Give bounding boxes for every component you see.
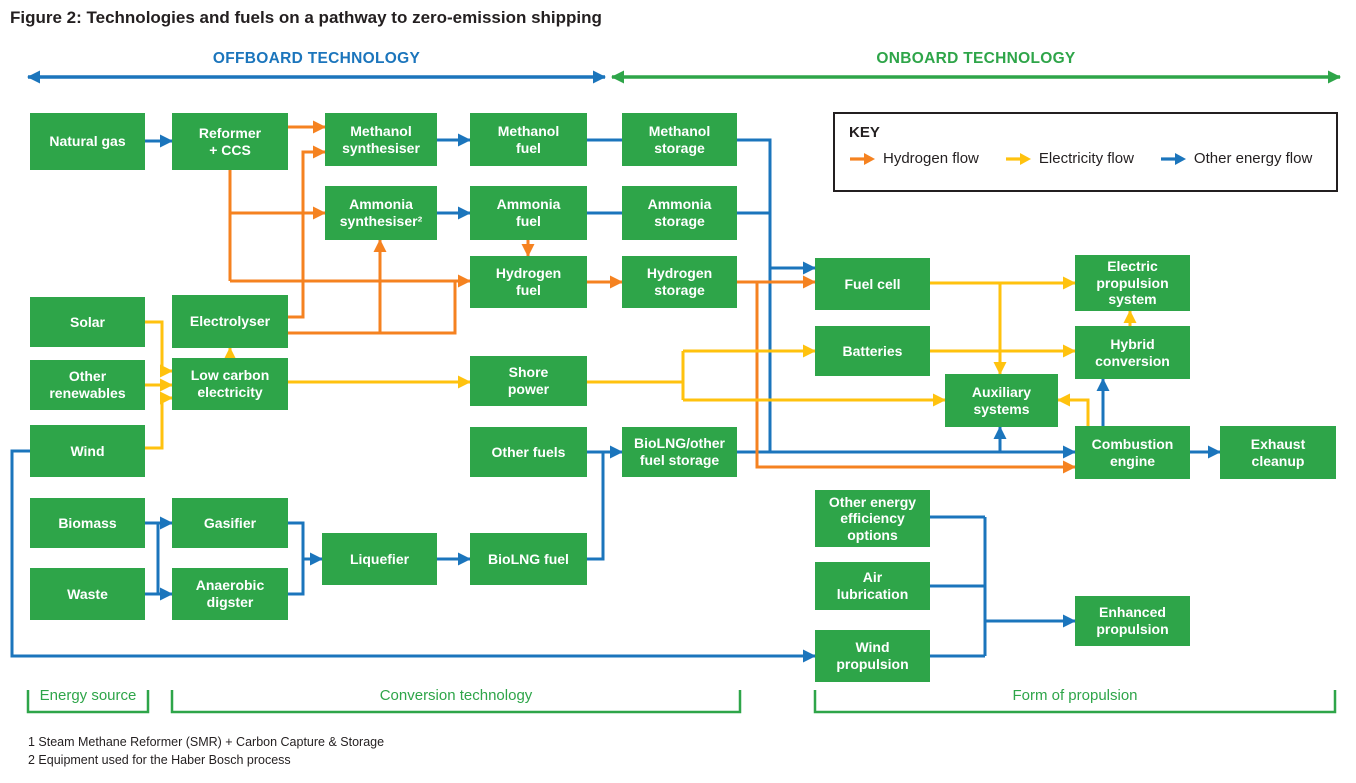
legend-item-electricity: Electricity flow — [1005, 150, 1134, 167]
electricity-flow-edge — [145, 320, 173, 378]
node-combustion-engine: Combustion engine — [1075, 426, 1190, 479]
node-hybrid-conversion: Hybrid conversion — [1075, 326, 1190, 379]
node-methanol-fuel: Methanol fuel — [470, 113, 587, 166]
node-hydrogen-storage: Hydrogen storage — [622, 256, 737, 308]
node-electric-propulsion-system: Electric propulsion system — [1075, 255, 1190, 311]
node-waste: Waste — [30, 568, 145, 620]
node-fuel-cell: Fuel cell — [815, 258, 930, 310]
node-other-energy-efficiency-options: Other energy efficiency options — [815, 490, 930, 547]
bracket-label-energy-source: Energy source — [39, 687, 137, 704]
legend-key-box: KEY Hydrogen flow Electricity flow Other… — [833, 112, 1338, 192]
other-flow-edge — [10, 449, 816, 663]
node-methanol-synthesiser: Methanol synthesiser — [325, 113, 437, 166]
hydrogen-flow-arrow-icon — [849, 152, 876, 166]
node-anaerobic-digster: Anaerobic digster — [172, 568, 288, 620]
other-flow-edge — [587, 452, 605, 561]
footnotes: 1 Steam Methane Reformer (SMR) + Carbon … — [28, 733, 384, 769]
node-methanol-storage: Methanol storage — [622, 113, 737, 166]
hydrogen-flow-edge — [755, 282, 1076, 474]
node-enhanced-propulsion: Enhanced propulsion — [1075, 596, 1190, 646]
offboard-technology-label: OFFBOARD TECHNOLOGY — [212, 50, 421, 67]
node-biolng-fuel: BioLNG fuel — [470, 533, 587, 585]
bracket-shape — [26, 690, 150, 714]
node-ammonia-storage: Ammonia storage — [622, 186, 737, 240]
node-air-lubrication: Air lubrication — [815, 562, 930, 610]
footnote-1: 1 Steam Methane Reformer (SMR) + Carbon … — [28, 735, 385, 749]
legend-key-title: KEY — [849, 124, 880, 141]
node-wind-propulsion: Wind propulsion — [815, 630, 930, 682]
hydrogen-flow-edge — [288, 281, 457, 335]
legend-items: Hydrogen flow Electricity flow Other ene… — [849, 150, 1322, 167]
node-natural-gas: Natural gas — [30, 113, 145, 170]
electricity-flow-edge — [145, 391, 173, 450]
node-biomass: Biomass — [30, 498, 145, 548]
legend-item-hydrogen: Hydrogen flow — [849, 150, 979, 167]
footnote-2: 2 Equipment used for the Haber Bosch pro… — [28, 753, 291, 768]
bracket-shape — [170, 690, 742, 714]
node-other-renewables: Other renewables — [30, 360, 145, 410]
node-liquefier: Liquefier — [322, 533, 437, 585]
node-electrolyser: Electrolyser — [172, 295, 288, 348]
bracket-label-form-of-propulsion: Form of propulsion — [1012, 687, 1138, 704]
bracket-label-conversion-technology: Conversion technology — [379, 687, 533, 704]
electricity-flow-edge — [1057, 393, 1090, 426]
legend-label-electricity: Electricity flow — [1038, 150, 1134, 167]
node-solar: Solar — [30, 297, 145, 347]
node-other-fuels: Other fuels — [470, 427, 587, 477]
legend-label-hydrogen: Hydrogen flow — [883, 150, 979, 167]
node-ammonia-synthesiser: Ammonia synthesiser² — [325, 186, 437, 240]
node-wind: Wind — [30, 425, 145, 477]
node-reformer-ccs: Reformer + CCS — [172, 113, 288, 170]
node-low-carbon-electricity: Low carbon electricity — [172, 358, 288, 410]
legend-item-other: Other energy flow — [1160, 150, 1312, 167]
node-shore-power: Shore power — [470, 356, 587, 406]
bracket-shape — [813, 690, 1337, 714]
node-auxiliary-systems: Auxiliary systems — [945, 374, 1058, 427]
node-batteries: Batteries — [815, 326, 930, 376]
onboard-technology-label: ONBOARD TECHNOLOGY — [876, 50, 1076, 67]
hydrogen-flow-edge — [288, 145, 326, 319]
other-flow-edge — [737, 138, 772, 452]
legend-label-other: Other energy flow — [1193, 150, 1313, 167]
node-hydrogen-fuel: Hydrogen fuel — [470, 256, 587, 308]
node-biolng-other-fuel-storage: BioLNG/other fuel storage — [622, 427, 737, 477]
electricity-flow-arrow-icon — [1005, 152, 1032, 166]
node-exhaust-cleanup: Exhaust cleanup — [1220, 426, 1336, 479]
other-flow-edge — [288, 521, 305, 596]
node-ammonia-fuel: Ammonia fuel — [470, 186, 587, 240]
other-energy-flow-arrow-icon — [1160, 152, 1187, 166]
node-gasifier: Gasifier — [172, 498, 288, 548]
figure-title: Figure 2: Technologies and fuels on a pa… — [10, 8, 602, 27]
